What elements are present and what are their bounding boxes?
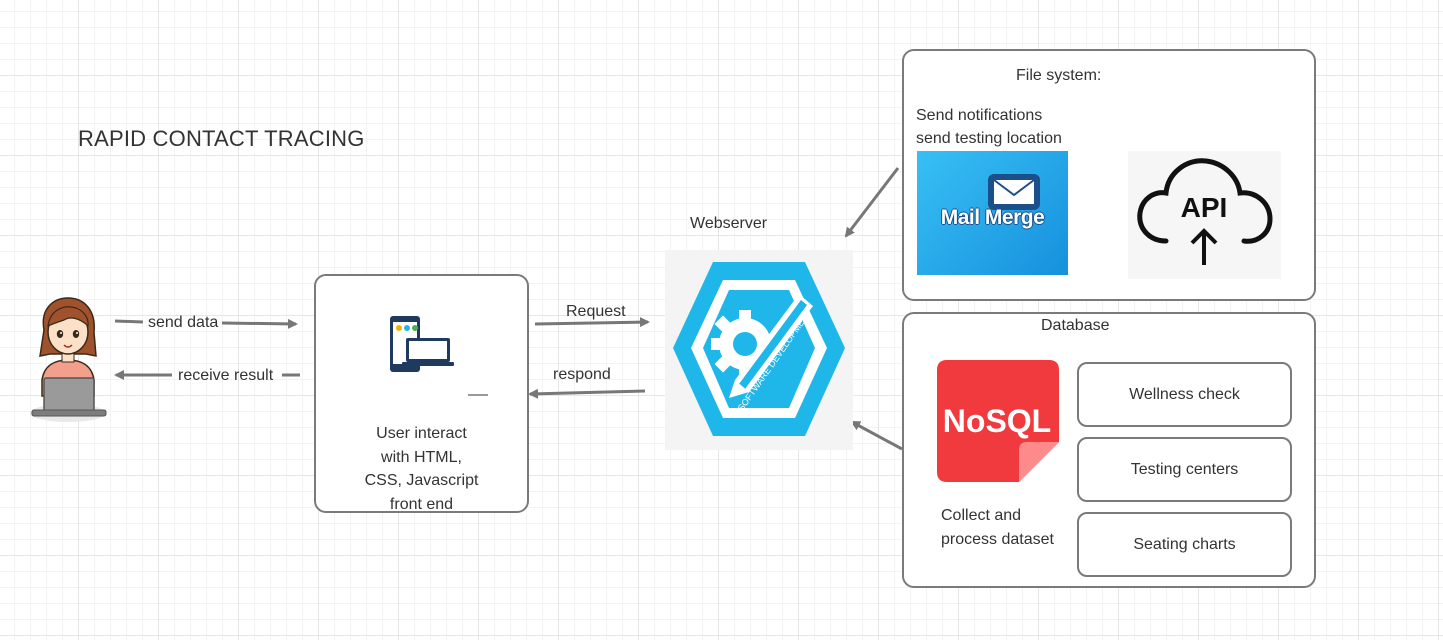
- frontend-box: User interact with HTML, CSS, Javascript…: [314, 274, 529, 513]
- mail-merge-text: Mail Merge: [940, 206, 1045, 229]
- respond-label: respond: [553, 366, 611, 383]
- api-logo: API: [1128, 151, 1281, 279]
- request-arrow: [534, 317, 650, 328]
- nosql-logo: NoSQL: [937, 360, 1059, 482]
- file-system-box: File system: Send notifications send tes…: [902, 49, 1316, 301]
- file-system-label: File system:: [1016, 67, 1102, 84]
- collect-process-text: Collect and process dataset: [941, 504, 1054, 551]
- frontend-line: with HTML,: [381, 448, 462, 466]
- mail-merge-logo: Mail Merge: [917, 151, 1068, 275]
- send-data-arrow: [221, 318, 298, 329]
- diagram-title: RAPID CONTACT TRACING: [78, 126, 365, 151]
- send-data-arrow-tail: [114, 319, 144, 324]
- database-to-webserver-arrow: [850, 420, 903, 451]
- notification-line: Send notifications: [916, 107, 1043, 124]
- notifications-text: Send notifications send testing location: [916, 104, 1062, 150]
- api-cloud-icon: API: [1137, 158, 1273, 265]
- webserver-label: Webserver: [690, 215, 768, 232]
- nosql-text: NoSQL: [943, 403, 1051, 439]
- envelope-icon: [988, 174, 1040, 210]
- api-text: API: [1181, 192, 1228, 223]
- device-icon: [390, 316, 454, 372]
- testing-centers-item: Testing centers: [1077, 437, 1292, 502]
- frontend-line: front end: [389, 495, 454, 513]
- collect-line: Collect and: [941, 507, 1022, 524]
- notification-line: send testing location: [916, 130, 1062, 147]
- filesystem-to-webserver-arrow: [844, 167, 900, 238]
- respond-arrow: [528, 388, 646, 399]
- webserver-hexagon-icon: SOFTWARE DEVELOPMENT: [673, 262, 845, 436]
- database-box: Database NoSQL Collect and process datas…: [902, 312, 1316, 588]
- webserver-logo: SOFTWARE DEVELOPMENT: [665, 250, 853, 450]
- frontend-description: User interact with HTML, CSS, Javascript…: [316, 422, 527, 516]
- request-label: Request: [566, 303, 626, 320]
- user-avatar-icon: [30, 297, 107, 422]
- database-label: Database: [1041, 317, 1110, 334]
- collect-line: process dataset: [941, 530, 1054, 548]
- frontend-line: User interact: [376, 425, 467, 442]
- send-data-label: send data: [148, 314, 219, 331]
- wellness-check-item: Wellness check: [1077, 362, 1292, 427]
- frontend-line: CSS, Javascript: [364, 472, 479, 489]
- receive-result-label: receive result: [178, 367, 274, 384]
- seating-charts-item: Seating charts: [1077, 512, 1292, 577]
- device-caption-mark: [468, 394, 488, 396]
